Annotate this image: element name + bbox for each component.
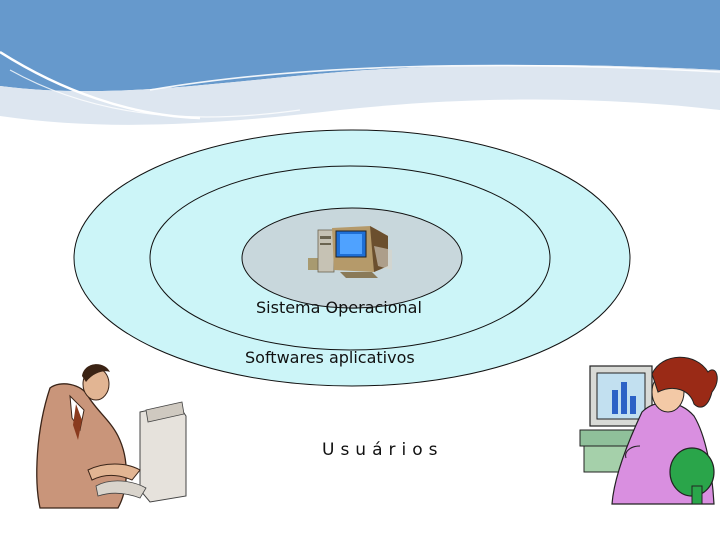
users-label: Usuários [322, 440, 443, 460]
man-at-computer-icon [37, 364, 186, 508]
operating-system-label: Sistema Operacional [256, 298, 422, 317]
woman-at-computer-icon [580, 357, 717, 504]
applications-label: Softwares aplicativos [245, 348, 415, 367]
header-band [0, 0, 720, 125]
